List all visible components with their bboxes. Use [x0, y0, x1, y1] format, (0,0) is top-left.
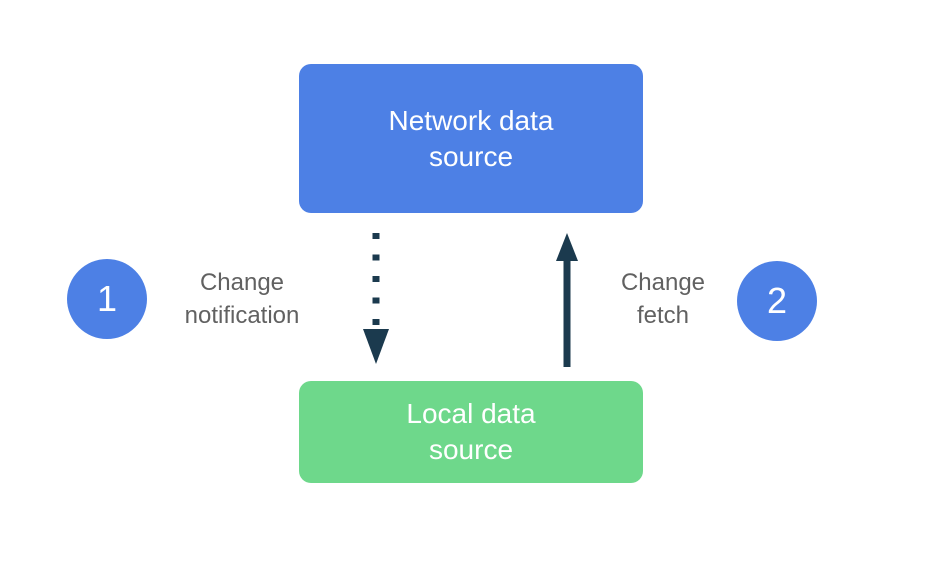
local-node-label-line1: Local data — [406, 398, 536, 429]
step-1-label-line2: notification — [184, 302, 300, 329]
dotted-down-arrow-icon — [363, 233, 389, 364]
local-node-label-line2: source — [428, 434, 514, 465]
solid-up-arrow-icon — [556, 233, 578, 367]
step-2-label-line2: fetch — [636, 302, 690, 329]
step-2-label: Change fetch — [606, 266, 720, 332]
network-node-label-line1: Network data — [388, 104, 554, 136]
step-1-label: Change notification — [160, 266, 324, 332]
step-2-number: 2 — [766, 280, 788, 321]
step-2-badge: 2 — [737, 261, 817, 341]
step-1-number: 1 — [96, 278, 118, 319]
network-data-source-node: Network data source — [299, 64, 643, 213]
change-fetch-arrow — [556, 233, 578, 367]
step-1-badge: 1 — [67, 259, 147, 339]
network-node-label-line2: source — [428, 140, 514, 172]
step-2-label-line1: Change — [620, 269, 706, 296]
change-notification-arrow — [362, 230, 390, 364]
local-data-source-node: Local data source — [299, 381, 643, 483]
step-1-label-line1: Change — [199, 269, 285, 296]
